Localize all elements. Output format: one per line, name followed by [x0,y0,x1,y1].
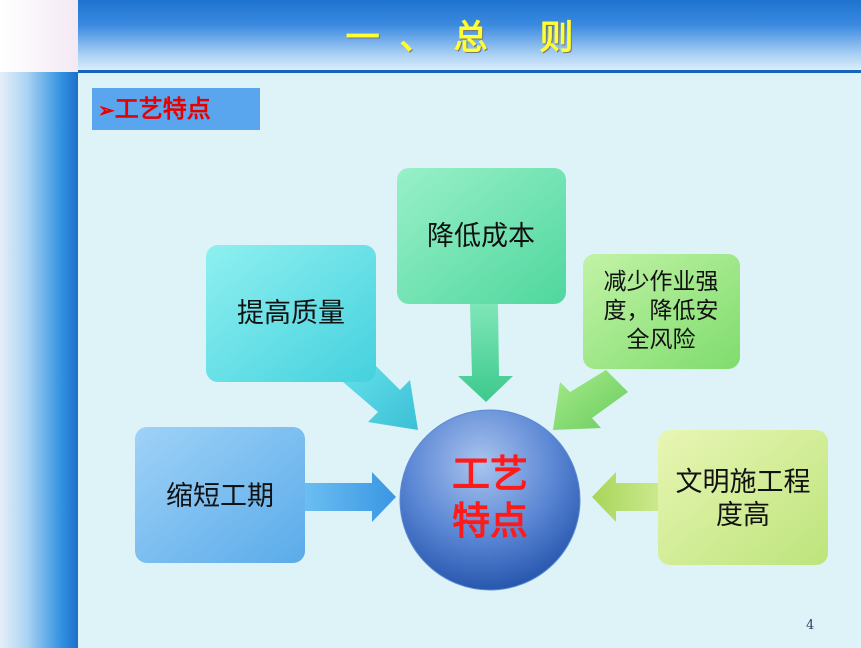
node-cost-label: 降低成本 [427,221,535,252]
section-heading-label: 工艺特点 [114,94,211,123]
node-quality-label: 提高质量 [237,298,345,329]
left-decorative-bar [0,0,78,648]
node-safety-label-line3: 全风险 [627,327,696,353]
node-schedule-label: 缩短工期 [166,481,274,512]
node-safety [583,254,740,369]
center-label-line1: 工艺 [452,451,528,496]
left-bar-top-corner [0,0,78,72]
node-civilized-label-line1: 文明施工程 [676,467,811,498]
arrow-schedule-to-center [305,472,396,522]
node-safety-label-line2: 度，降低安 [604,298,719,324]
section-heading: ➢工艺特点 [92,88,260,130]
center-circle [399,409,581,591]
slide-header [78,0,861,72]
page-number: 4 [806,618,815,633]
arrow-cost-to-center [458,304,513,402]
arrow-safety-to-center [553,370,628,430]
arrow-civilized-to-center [592,472,658,522]
slide-title: 一、总 则 [345,18,594,58]
node-quality [206,245,376,382]
node-civilized-label-line2: 度高 [716,500,770,531]
node-safety-label-line1: 减少作业强 [604,269,719,295]
arrow-bullet-icon: ➢ [98,98,115,122]
center-label-line2: 特点 [452,498,528,543]
node-schedule [135,427,305,563]
header-divider [78,70,861,73]
node-cost [397,168,566,304]
node-civilized [658,430,828,565]
